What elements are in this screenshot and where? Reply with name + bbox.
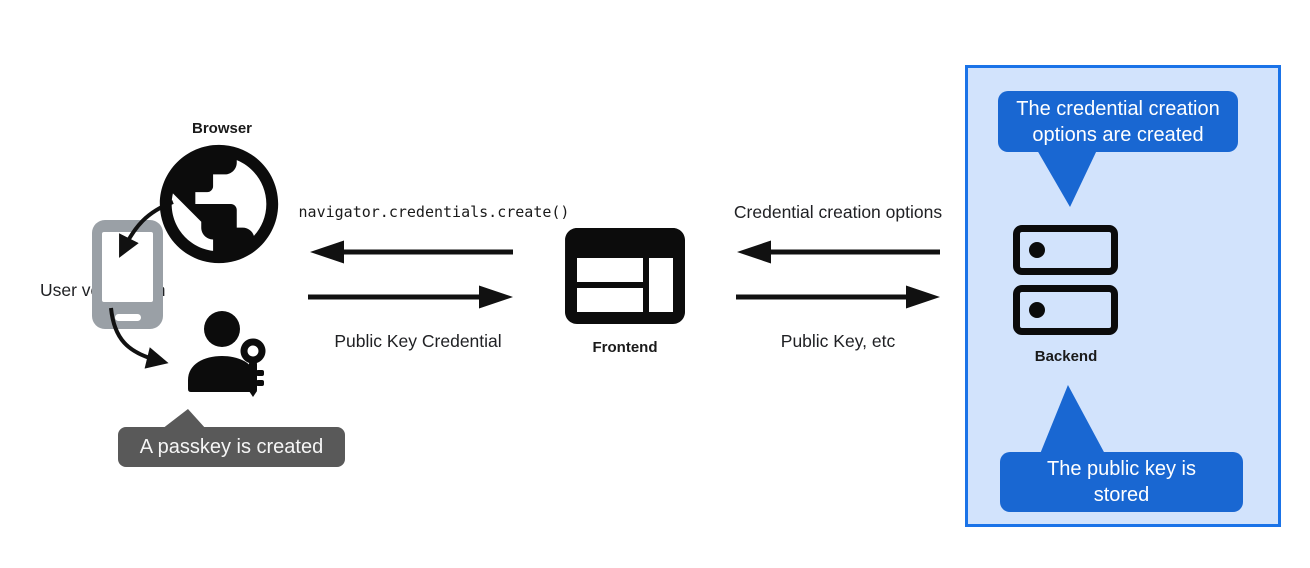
backend-label: Backend — [1034, 348, 1098, 365]
public-key-credential-caption: Public Key Credential — [334, 331, 502, 351]
server-stack-icon — [1013, 225, 1118, 275]
browser-window-icon — [565, 228, 685, 324]
bottom-callout-tail — [1040, 385, 1105, 454]
passkey-tooltip-tail — [162, 409, 206, 429]
server-dot — [1029, 302, 1045, 318]
arrow-frontend-to-browser — [310, 240, 513, 264]
top-callout-tail — [1037, 150, 1097, 207]
public-key-etc-caption: Public Key, etc — [780, 331, 896, 351]
arrow-backend-to-frontend — [737, 240, 940, 264]
globe-icon — [159, 144, 279, 264]
arrow-browser-to-frontend — [308, 285, 513, 309]
person-with-key-icon — [188, 311, 266, 397]
passkey-tooltip: A passkey is created — [118, 427, 345, 467]
browser-label: Browser — [191, 120, 253, 137]
top-callout: The credential creation options are crea… — [998, 91, 1238, 152]
bottom-callout: The public key is stored — [1000, 452, 1243, 512]
navigator-create-caption: navigator.credentials.create() — [298, 203, 570, 221]
backend-panel: The credential creation options are crea… — [965, 65, 1281, 527]
smartphone-homebar — [114, 314, 141, 321]
frontend-label: Frontend — [592, 339, 658, 356]
server-stack-icon — [1013, 285, 1118, 335]
arrow-frontend-to-backend — [736, 285, 940, 309]
credential-creation-options-caption: Credential creation options — [733, 202, 943, 222]
smartphone-screen — [102, 232, 153, 302]
server-dot — [1029, 242, 1045, 258]
